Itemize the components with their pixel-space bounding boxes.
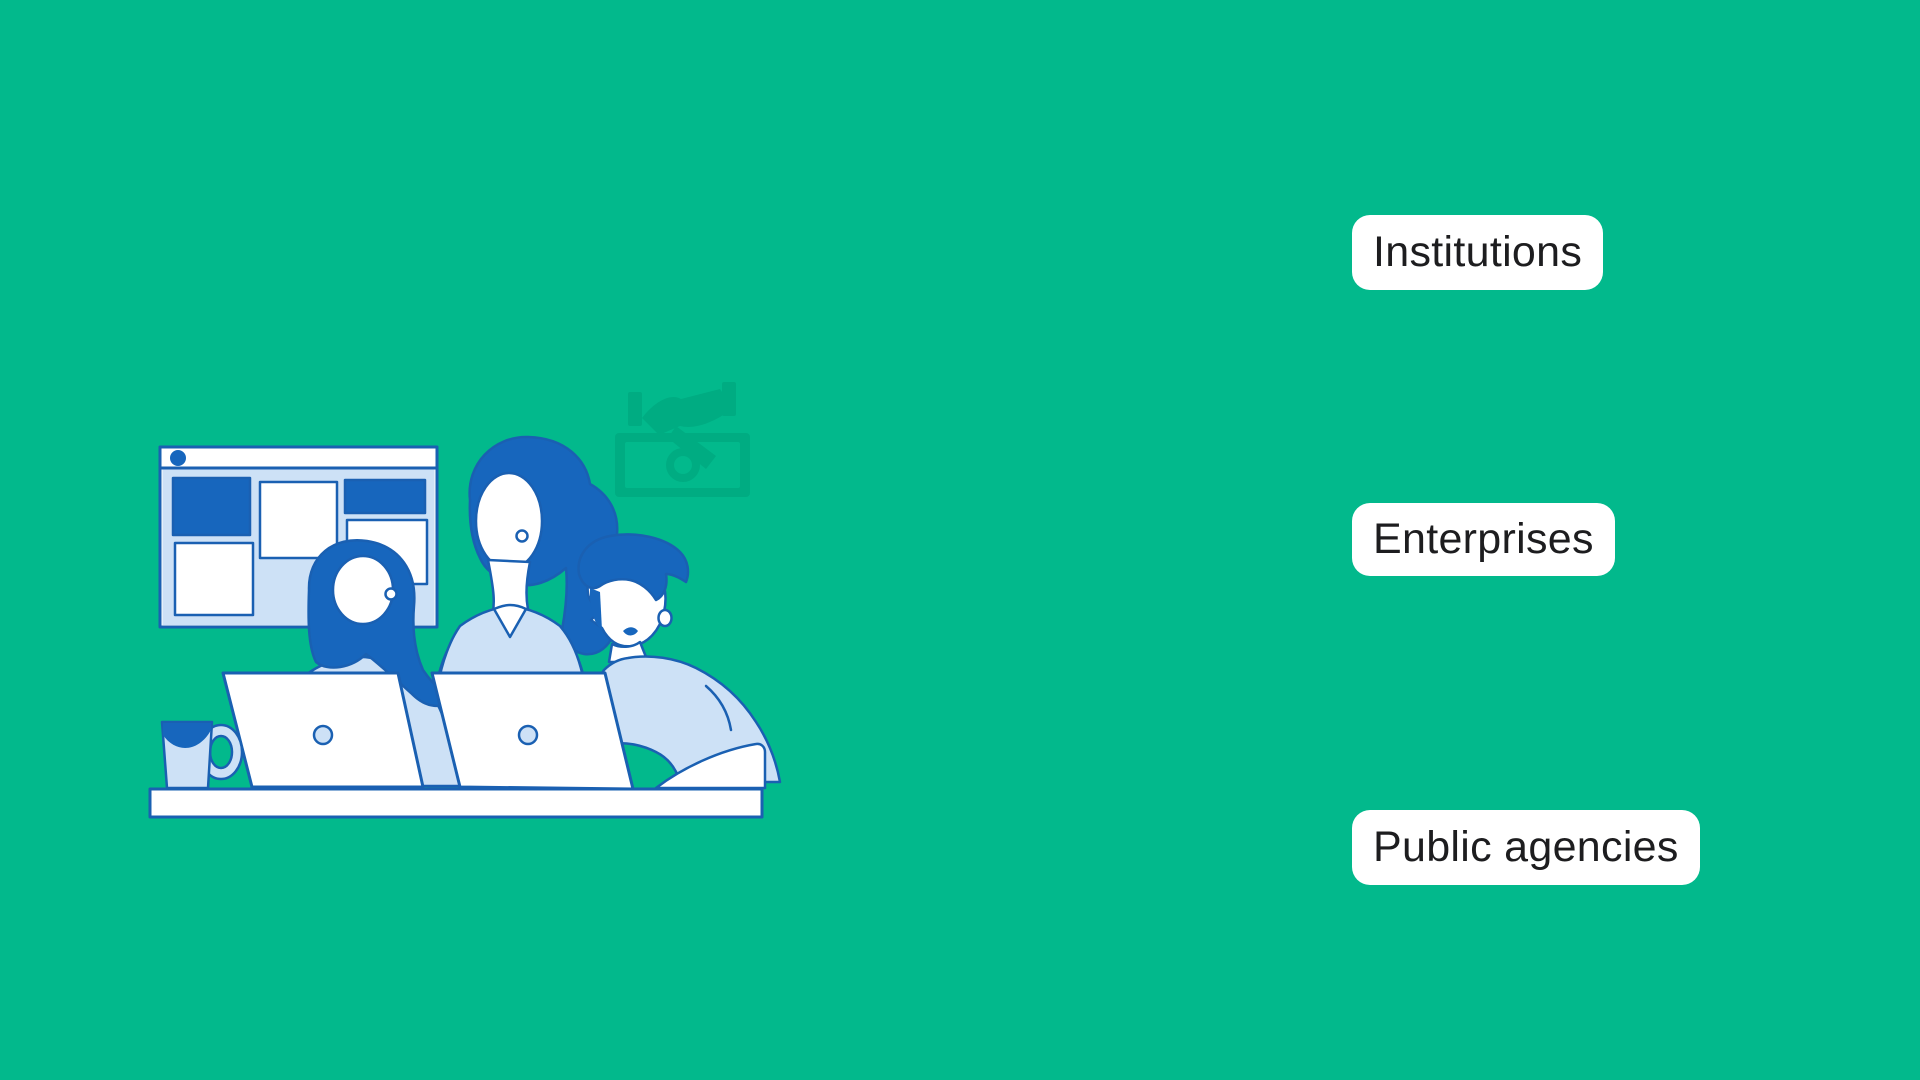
- handshake-banknote-watermark-icon: [615, 382, 750, 497]
- enterprises-chip[interactable]: Enterprises: [1352, 503, 1615, 576]
- man-ear: [657, 608, 673, 628]
- man-sleeve-seam: [704, 684, 733, 732]
- browser-tile-white-center: [258, 480, 339, 560]
- browser-tile-dark-left: [171, 476, 252, 537]
- coffee-mug-icon: [160, 720, 244, 790]
- standing-woman-earring: [515, 529, 529, 543]
- man-mouth: [623, 627, 638, 636]
- browser-dot-icon: [170, 450, 186, 466]
- laptop-right: [430, 671, 635, 791]
- public-agencies-chip[interactable]: Public agencies: [1352, 810, 1700, 885]
- browser-tile-white-left: [173, 541, 255, 617]
- laptop-left: [221, 671, 425, 789]
- standing-woman-vneck: [492, 603, 528, 639]
- laptop-right-logo-icon: [517, 724, 539, 746]
- desk: [148, 787, 764, 819]
- man: [577, 533, 782, 790]
- laptop-left-logo-icon: [312, 724, 334, 746]
- man-hair: [577, 533, 690, 602]
- team-illustration-svg: [148, 382, 782, 819]
- sitting-woman-ear: [384, 587, 398, 601]
- man-forearm: [654, 742, 767, 790]
- browser-tile-dark-right: [343, 478, 427, 515]
- standing-woman-face: [474, 471, 544, 571]
- man-sideburn: [589, 588, 602, 630]
- team-illustration: [120, 368, 800, 828]
- institutions-chip[interactable]: Institutions: [1352, 215, 1604, 290]
- sitting-woman-face: [331, 554, 395, 626]
